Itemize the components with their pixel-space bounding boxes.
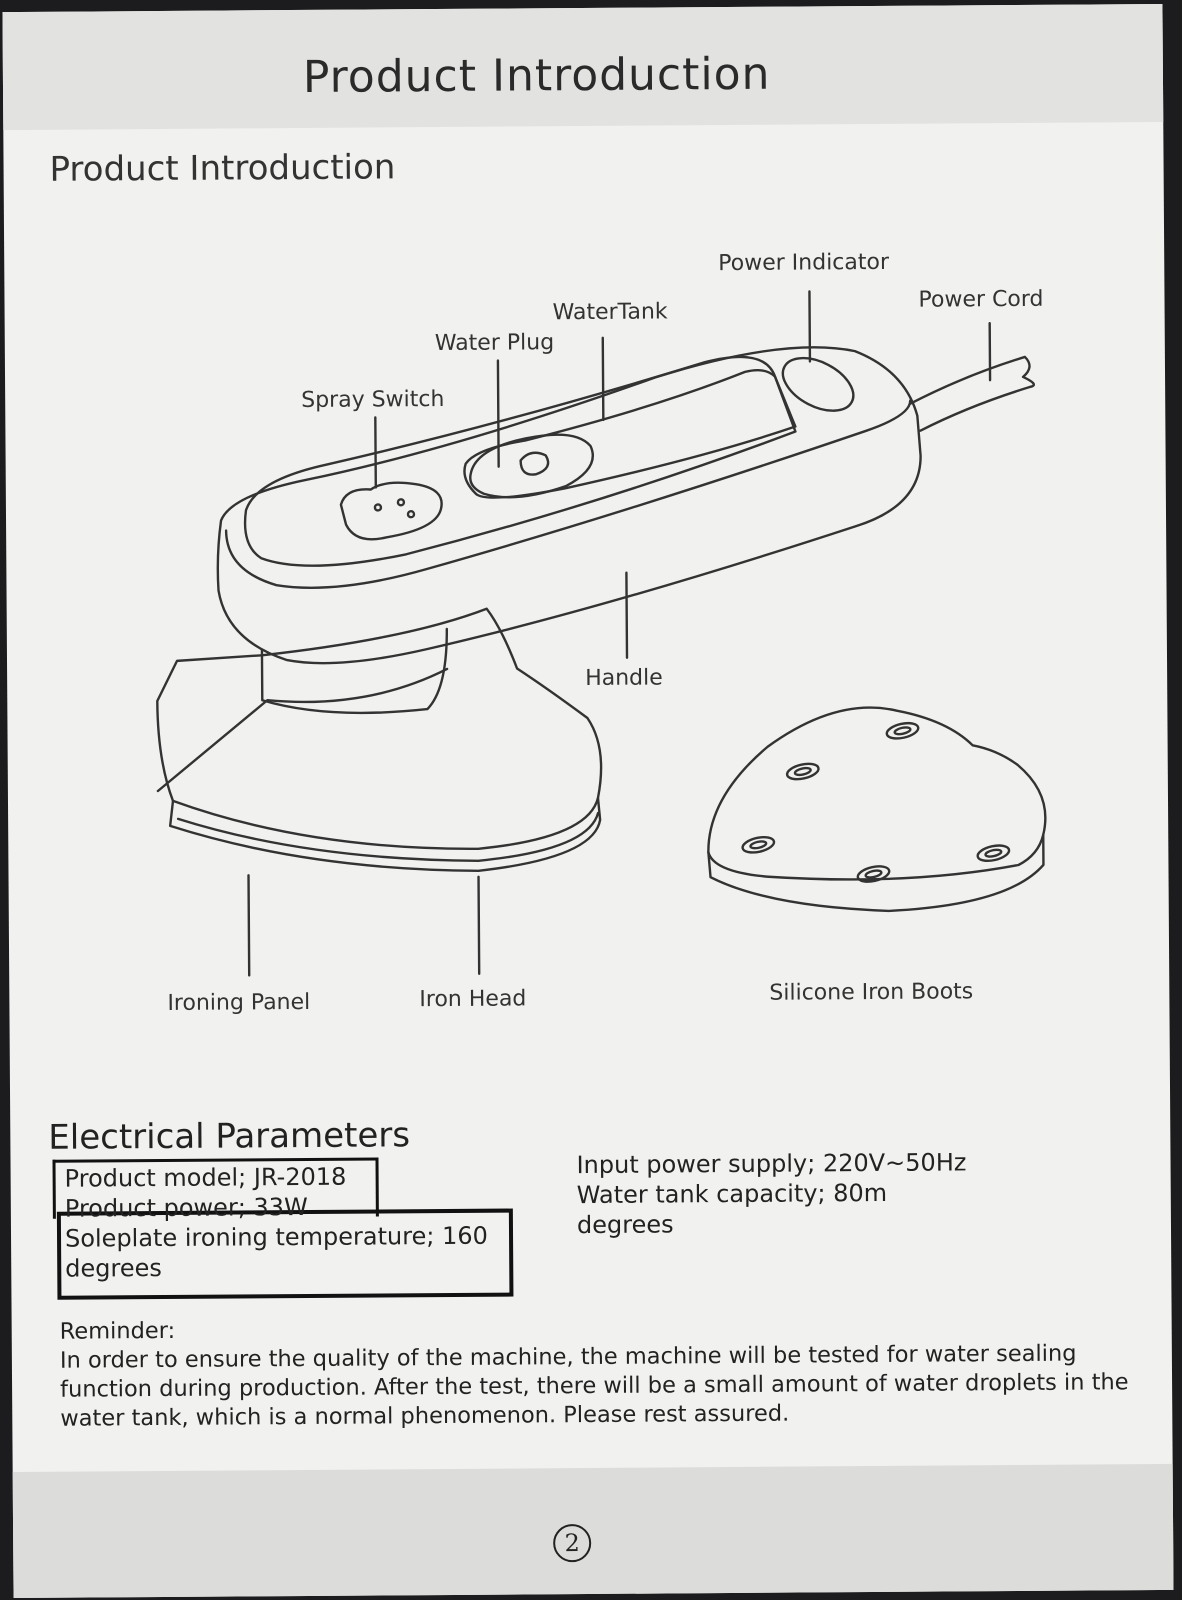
handle-top-panel bbox=[243, 355, 797, 567]
electrical-parameters-left: Product model; JR-2018 Product power; 33… bbox=[65, 1161, 489, 1284]
label-spray-switch: Spray Switch bbox=[301, 386, 445, 413]
page-number: 2 bbox=[553, 1523, 592, 1563]
label-water-plug: Water Plug bbox=[434, 330, 555, 357]
iron-neck bbox=[260, 627, 448, 715]
label-power-cord: Power Cord bbox=[918, 286, 1044, 313]
footer-band bbox=[12, 1463, 1174, 1599]
power-indicator-shape bbox=[781, 356, 855, 412]
param-product-model: Product model; JR-2018 bbox=[64, 1162, 347, 1193]
label-handle: Handle bbox=[585, 665, 663, 692]
param-soleplate-unit: degrees bbox=[65, 1253, 162, 1283]
param-tank-capacity: Water tank capacity; 80m bbox=[576, 1178, 888, 1210]
param-product-power: Product power; 33W bbox=[64, 1192, 308, 1223]
water-tank-window bbox=[463, 368, 797, 499]
label-ironing-panel: Ironing Panel bbox=[167, 989, 311, 1016]
iron-diagram bbox=[156, 290, 1047, 977]
label-power-indicator: Power Indicator bbox=[718, 249, 890, 277]
param-input-power: Input power supply; 220V~50Hz bbox=[576, 1148, 967, 1180]
iron-head-facet bbox=[156, 667, 449, 793]
iron-head-outline bbox=[156, 607, 603, 850]
param-right-unit: degrees bbox=[576, 1210, 674, 1240]
soleplate-edge bbox=[176, 811, 600, 862]
label-water-tank: WaterTank bbox=[552, 299, 668, 326]
electrical-parameters-right: Input power supply; 220V~50Hz Water tank… bbox=[576, 1147, 966, 1240]
power-cord bbox=[909, 355, 1036, 432]
spray-switch-shape bbox=[339, 481, 443, 541]
label-iron-head: Iron Head bbox=[419, 986, 527, 1013]
soleplate-outline bbox=[168, 796, 602, 872]
silicone-boot-base bbox=[707, 833, 1045, 913]
water-plug-shape bbox=[469, 433, 594, 499]
handle-body bbox=[216, 346, 922, 665]
reminder-text: In order to ensure the quality of the ma… bbox=[59, 1340, 1129, 1432]
silicone-boot-outline bbox=[707, 706, 1047, 881]
handle-top-rim bbox=[224, 399, 912, 589]
electrical-parameters-title: Electrical Parameters bbox=[48, 1115, 411, 1158]
reminder-block: Reminder: In order to ensure the quality… bbox=[60, 1310, 1141, 1434]
label-silicone-iron-boots: Silicone Iron Boots bbox=[769, 979, 974, 1006]
param-soleplate-temperature: Soleplate ironing temperature; 160 bbox=[64, 1221, 488, 1253]
manual-page: Product Introduction Product Introductio… bbox=[2, 3, 1174, 1599]
